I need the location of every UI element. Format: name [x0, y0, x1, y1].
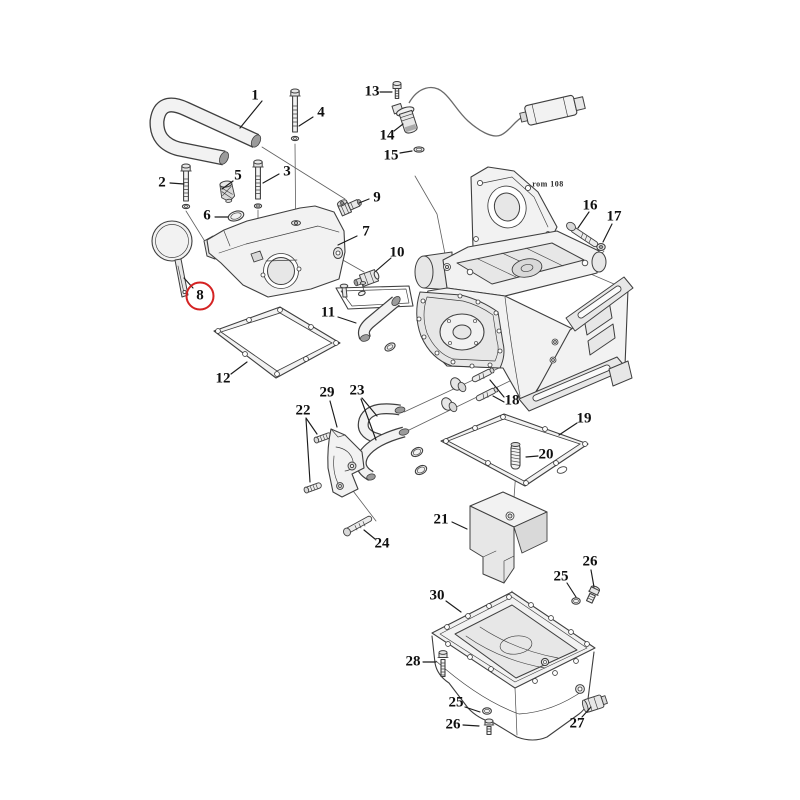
part-label-28: 28 [405, 653, 421, 670]
part-10-fitting [353, 269, 380, 297]
part-13-bolt [392, 81, 402, 100]
part-label-6: 6 [203, 207, 211, 224]
part-23-hoses [355, 403, 428, 481]
part-label-3: 3 [283, 163, 291, 180]
case-note: rom 108 [532, 179, 564, 189]
part-label-7: 7 [362, 223, 370, 240]
sensor-cable [408, 86, 586, 137]
part-11-hose-and-frame [335, 281, 414, 352]
part-label-23: 23 [349, 382, 365, 399]
part-16-bolt [566, 221, 599, 248]
part-label-22: 22 [295, 402, 311, 419]
part-26-screw-lower [483, 718, 495, 736]
part-label-29: 29 [319, 384, 335, 401]
part-label-9: 9 [373, 189, 381, 206]
part-label-30: 30 [429, 587, 445, 604]
part-label-1: 1 [251, 87, 259, 104]
part-label-17: 17 [606, 208, 622, 225]
part-5-fitting [219, 180, 236, 203]
part-label-20: 20 [538, 446, 554, 463]
part-20-spring [510, 442, 521, 470]
part-label-8-highlighted: 8 [185, 281, 215, 311]
part-label-27: 27 [569, 715, 585, 732]
part-label-5: 5 [234, 167, 242, 184]
part-29-bracket [327, 428, 365, 498]
part-label-4: 4 [317, 104, 325, 121]
part-25-o-ring-lower [482, 707, 492, 715]
part-27-plug [581, 694, 608, 713]
part-6-o-ring [227, 210, 245, 222]
part-label-21: 21 [433, 511, 449, 528]
part-18-check-valves [441, 367, 499, 413]
part-22-screws [303, 432, 332, 494]
part-25-o-ring-upper [571, 597, 581, 605]
part-17-washer [596, 243, 606, 251]
part-label-12: 12 [215, 370, 231, 387]
part-28-bolt [437, 650, 449, 678]
part-label-19: 19 [576, 410, 592, 427]
part-14-speed-sensor [391, 102, 418, 134]
part-24-bolt [343, 515, 373, 537]
part-4-bolt [289, 88, 301, 142]
part-15-o-ring [413, 146, 425, 153]
part-label-2: 2 [158, 174, 166, 191]
part-label-16: 16 [582, 197, 598, 214]
part-label-25-upper: 25 [553, 568, 569, 585]
part-3-bolt [252, 159, 264, 209]
part-label-18: 18 [504, 392, 520, 409]
part-label-15: 15 [383, 147, 399, 164]
part-label-13: 13 [364, 83, 380, 100]
part-8-dipstick [151, 220, 193, 298]
part-main-case [414, 166, 634, 412]
part-30-oil-pan [431, 591, 596, 741]
part-7-top-cover [203, 205, 346, 298]
part-26-plug-upper [585, 585, 601, 604]
part-label-14: 14 [379, 127, 395, 144]
part-1-hose [149, 97, 262, 166]
part-label-11: 11 [320, 304, 336, 321]
part-21-baffle [469, 491, 548, 584]
part-label-26-lower: 26 [445, 716, 461, 733]
part-9-fitting [336, 199, 362, 217]
part-2-bolt [180, 163, 192, 210]
part-label-10: 10 [389, 244, 405, 261]
part-12-gasket [213, 306, 341, 379]
part-label-25-lower: 25 [448, 694, 464, 711]
part-label-24: 24 [374, 535, 390, 552]
leader-lines [169, 91, 613, 727]
part-label-26-upper: 26 [582, 553, 598, 570]
